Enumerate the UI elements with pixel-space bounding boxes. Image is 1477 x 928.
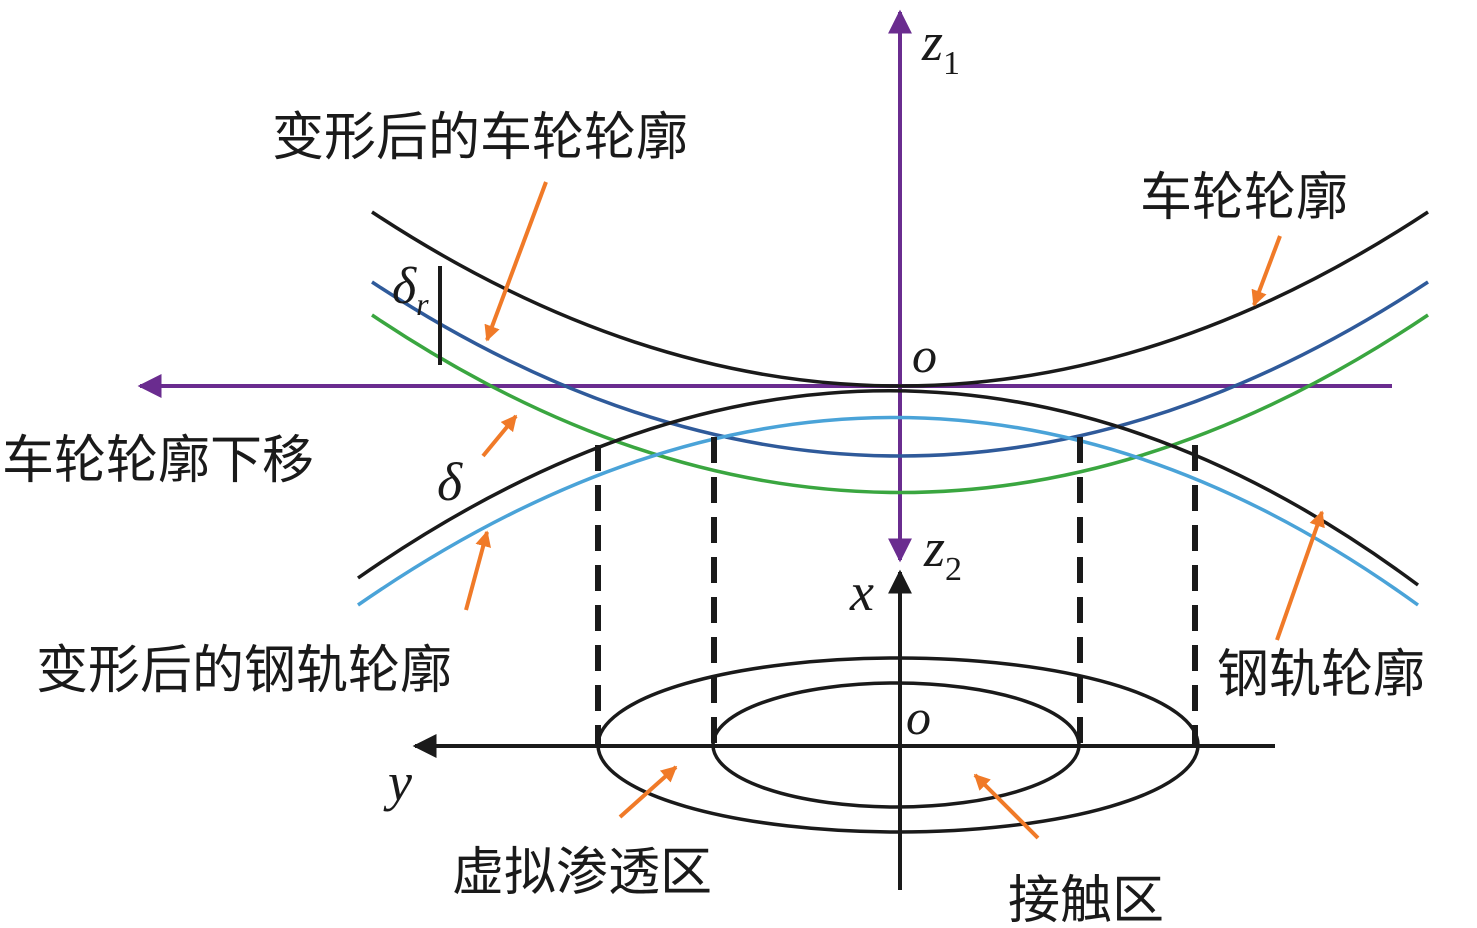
- arrow-deformed-wheel: [484, 181, 548, 342]
- symbol-z1: z1: [921, 12, 960, 82]
- label-contact-zone: 接触区: [1008, 871, 1164, 928]
- label-deformed-rail: 变形后的钢轨轮廓: [36, 641, 452, 701]
- wheel-profile-curve: [371, 210, 1429, 388]
- arrow-rail-profile: [1275, 510, 1325, 641]
- label-wheel-shift-down: 车轮轮廓下移: [2, 431, 314, 491]
- symbol-z2: z2: [923, 518, 962, 588]
- symbol-delta-r: δr: [392, 258, 429, 322]
- arrow-virtual-penetration: [618, 765, 678, 819]
- symbol-origin-bottom: o: [906, 689, 931, 745]
- arrow-contact-zone: [973, 773, 1040, 840]
- wheel-deformed-green-curve: [371, 313, 1429, 495]
- symbol-origin-top: o: [912, 327, 937, 383]
- label-rail-profile: 钢轨轮廓: [1217, 645, 1425, 705]
- label-wheel-profile: 车轮轮廓: [1140, 168, 1348, 228]
- label-virtual-penetration: 虚拟渗透区: [452, 843, 712, 903]
- symbol-x: x: [849, 562, 874, 622]
- rail-profile-curve: [356, 389, 1420, 587]
- label-deformed-wheel: 变形后的车轮轮廓: [272, 108, 688, 168]
- symbol-delta: δ: [437, 452, 463, 512]
- arrow-deformed-rail: [464, 530, 491, 611]
- rail-deformed-lightblue-curve: [357, 415, 1420, 607]
- wheel-shifted-blue-curve: [371, 280, 1429, 458]
- symbol-y: y: [383, 752, 412, 812]
- arrow-wheel-profile: [1251, 235, 1282, 307]
- virtual-penetration-ellipse: [596, 656, 1200, 834]
- contact-zone-ellipse: [711, 681, 1081, 809]
- arrow-delta: [481, 414, 518, 458]
